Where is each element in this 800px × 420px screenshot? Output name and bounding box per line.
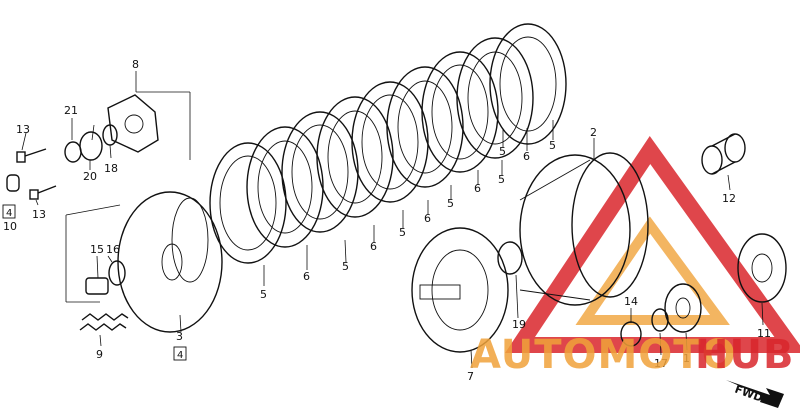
callout-20: 20: [83, 170, 97, 183]
callout-4b: 4: [177, 350, 183, 361]
callout-6e: 6: [523, 150, 530, 163]
gear-1: [664, 283, 702, 333]
callout-4a-box: [2, 204, 16, 219]
callout-12: 12: [722, 192, 736, 205]
watermark-brand-part1: AUTOMOTO: [470, 332, 737, 378]
pressure-plate: [117, 191, 223, 333]
gear-11: [737, 233, 787, 303]
fwd-label: FWD: [733, 383, 764, 405]
callout-18: 18: [104, 162, 118, 175]
callout-11: 11: [757, 327, 771, 340]
clutch-center: [411, 227, 509, 353]
collar-12: [701, 133, 746, 175]
callout-13a: 13: [16, 123, 30, 136]
callout-3: 3: [176, 330, 183, 343]
thrust-washer-19: [497, 241, 523, 275]
watermark-text: AUTOMOTO HUB: [470, 332, 794, 378]
watermark-brand-part2: HUB: [695, 332, 794, 378]
callout-6d: 6: [474, 182, 481, 195]
callout-2: 2: [590, 126, 597, 139]
callout-5c: 5: [399, 226, 406, 239]
callout-9: 9: [96, 348, 103, 361]
clutch-outer: [519, 152, 649, 306]
callout-5a: 5: [260, 288, 267, 301]
callout-13b: 13: [32, 208, 46, 221]
lifter-bearing-group: [64, 124, 118, 163]
callout-1: 1: [683, 352, 690, 365]
lifter-plate: [107, 94, 159, 153]
callout-10: 10: [3, 220, 17, 233]
callout-5b: 5: [342, 260, 349, 273]
callout-19: 19: [512, 318, 526, 331]
callout-5d: 5: [447, 197, 454, 210]
callout-14: 14: [624, 295, 638, 308]
lifter-rod-10: [6, 174, 20, 192]
washer-17: [651, 308, 669, 332]
nut-15: [85, 277, 109, 295]
callout-21: 21: [64, 104, 78, 117]
callout-labels: 8 21 13 20 18 13 4 10 15 16 3 4 9 5 6 5 …: [2, 58, 771, 383]
callout-4a: 4: [6, 208, 12, 219]
leader-lines: [21, 71, 764, 369]
callout-6a: 6: [303, 270, 310, 283]
watermark-logo: [505, 135, 800, 353]
clutch-spring: [79, 313, 129, 331]
callout-8a: 8: [132, 58, 139, 71]
callout-17: 17: [654, 357, 668, 370]
callout-5e: 5: [498, 173, 505, 186]
callout-15: 15: [90, 243, 104, 256]
callout-5f: 5: [499, 145, 506, 158]
callout-5g: 5: [549, 139, 556, 152]
callout-4b-box: [173, 346, 187, 361]
fwd-arrow: FWD: [726, 380, 784, 408]
callout-7: 7: [467, 370, 474, 383]
callout-6c: 6: [424, 212, 431, 225]
bolt-13-lower: [29, 185, 57, 200]
callout-16: 16: [106, 243, 120, 256]
bolt-13-upper: [16, 148, 47, 163]
callout-6b: 6: [370, 240, 377, 253]
washer-16: [108, 260, 126, 286]
clutch-plate-stack: [209, 23, 567, 264]
